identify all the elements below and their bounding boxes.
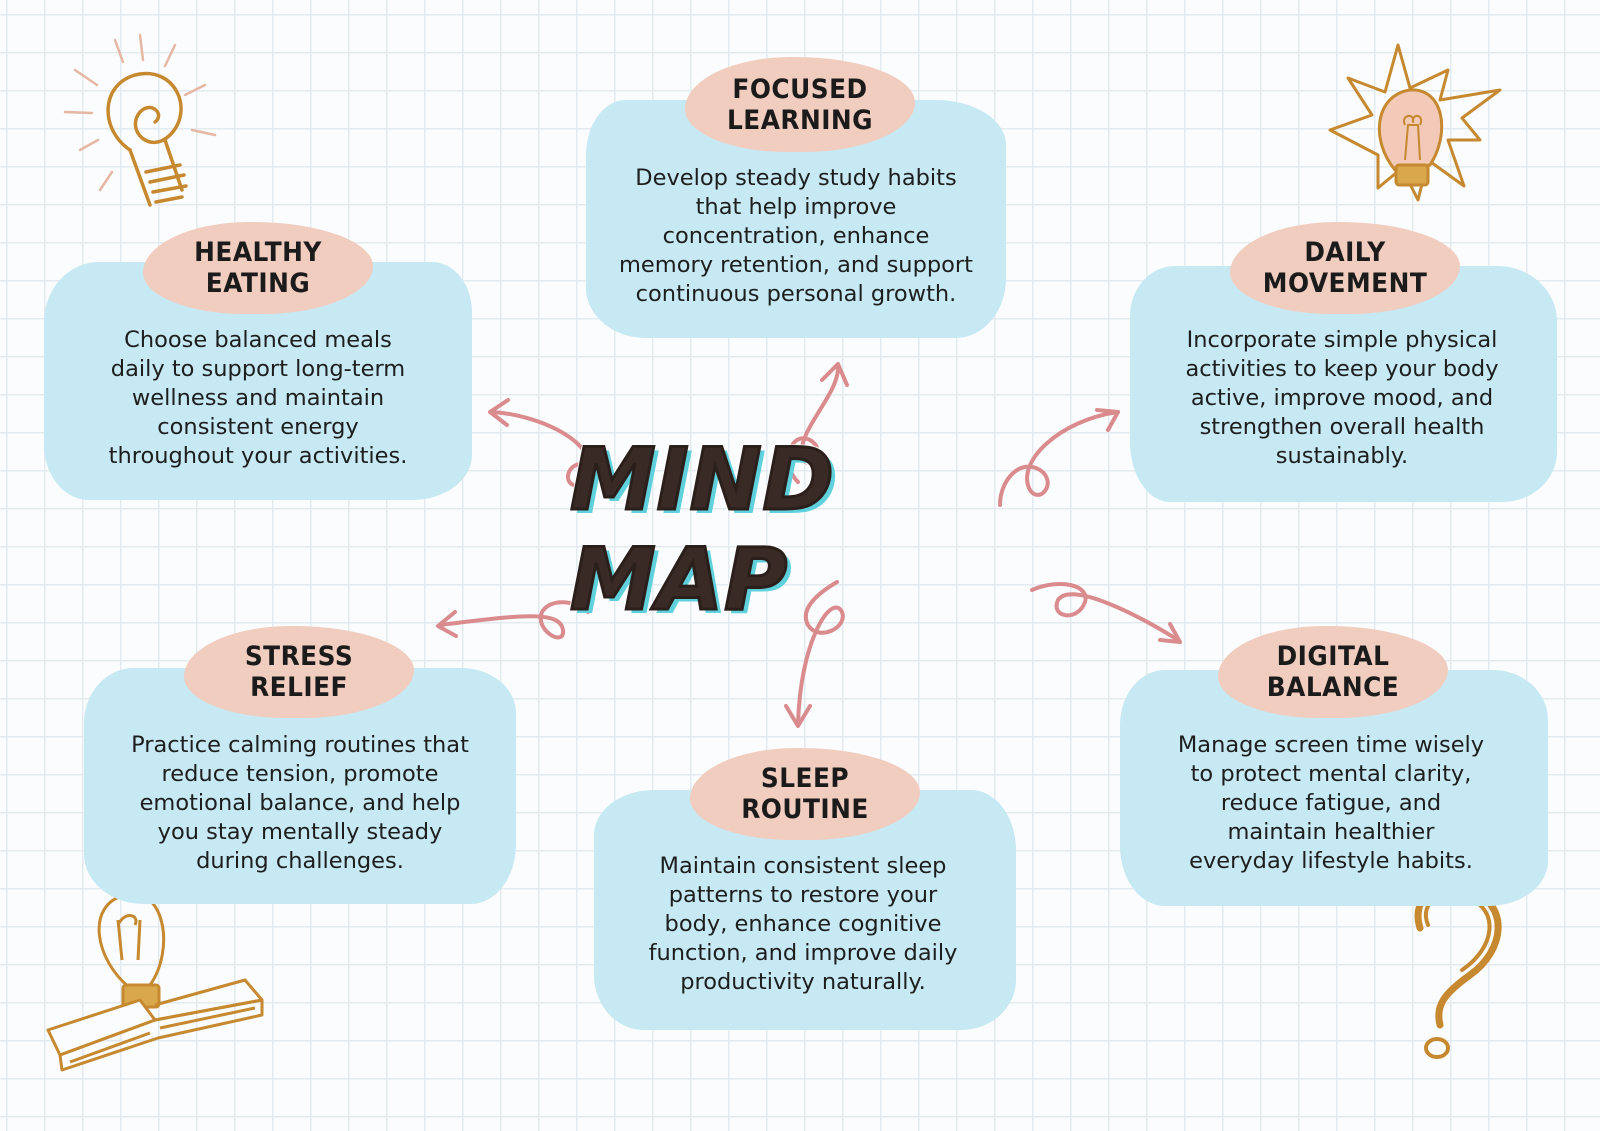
node-focused-learning-label: FOCUSED LEARNING (685, 57, 915, 152)
lightbulb-burst-icon (1328, 43, 1502, 202)
label-text: SLEEP ROUTINE (741, 763, 869, 825)
label-text: FOCUSED LEARNING (726, 73, 874, 136)
node-sleep-routine-description: Maintain consistent sleep patterns to re… (648, 853, 958, 995)
label-text: DAILY MOVEMENT (1262, 237, 1428, 299)
node-healthy-eating-label: HEALTHY EATING (143, 222, 373, 314)
node-digital-balance-description: Manage screen time wisely to protect men… (1177, 732, 1485, 874)
mind-map-title: MIND MAP (569, 429, 836, 632)
question-mark-icon (1414, 883, 1502, 1059)
lightbulb-swirl-icon (63, 33, 217, 207)
node-daily-movement-description: Incorporate simple physical activities t… (1185, 327, 1499, 469)
node-digital-balance-label: DIGITAL BALANCE (1218, 626, 1448, 718)
node-daily-movement-label: DAILY MOVEMENT (1230, 222, 1460, 314)
node-healthy-eating-description: Choose balanced meals daily to support l… (108, 327, 408, 469)
node-sleep-routine-label: SLEEP ROUTINE (690, 748, 920, 840)
node-focused-learning-description: Develop steady study habits that help im… (619, 165, 973, 307)
arrow-to-stress-relief (438, 600, 590, 640)
node-stress-relief-label: STRESS RELIEF (184, 626, 414, 718)
node-stress-relief-description: Practice calming routines that reduce te… (131, 732, 469, 874)
label-text: STRESS RELIEF (244, 641, 354, 703)
arrow-to-digital-balance (1030, 582, 1180, 642)
lightbulb-book-icon (46, 892, 264, 1072)
label-text: HEALTHY EATING (194, 237, 322, 299)
label-text: DIGITAL BALANCE (1266, 641, 1400, 703)
